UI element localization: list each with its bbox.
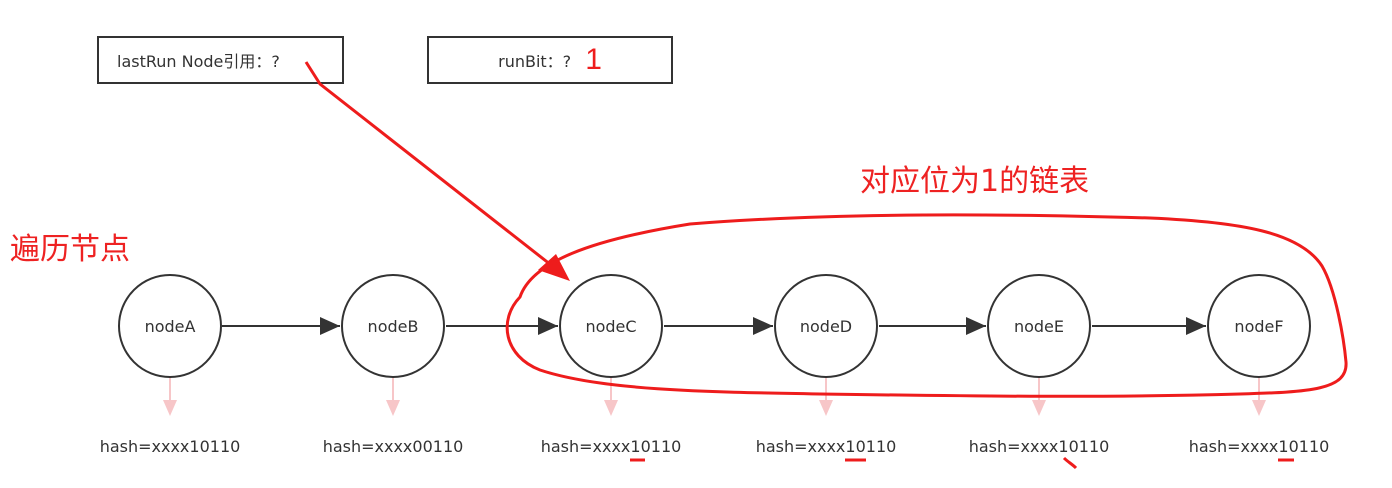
node-d: nodeD [774,274,878,378]
down-arrow-e [1032,378,1046,416]
hash-label-f: hash=xxxx10110 [1188,437,1330,456]
hash-label-e: hash=xxxx10110 [968,437,1110,456]
hash-label-c: hash=xxxx10110 [540,437,682,456]
hash-label-a: hash=xxxx10110 [99,437,241,456]
node-e: nodeE [987,274,1091,378]
arrowhead-e-f [1186,317,1206,335]
down-arrow-d [819,378,833,416]
node-label: nodeB [367,316,419,336]
node-label: nodeD [799,316,853,336]
traverse-annotation-label: 遍历节点 [10,232,130,267]
node-label: nodeE [1013,316,1065,336]
node-a: nodeA [118,274,222,378]
lastrun-node-label: lastRun Node引用：? [117,52,280,71]
down-arrows [163,378,1266,416]
arrowhead-c-d [753,317,773,335]
node-f: nodeF [1207,274,1311,378]
hash-label-d: hash=xxxx10110 [755,437,897,456]
arrowhead-b-c [538,317,558,335]
down-arrow-a [163,378,177,416]
node-label: nodeA [144,316,196,336]
node-label: nodeC [585,316,637,336]
down-arrow-f [1252,378,1266,416]
arrowhead-a-b [320,317,340,335]
hash-label-b: hash=xxxx00110 [322,437,464,456]
down-arrow-c [604,378,618,416]
arrowhead-d-e [966,317,986,335]
node-label: nodeF [1234,316,1284,336]
node-b: nodeB [341,274,445,378]
node-c: nodeC [559,274,663,378]
group-annotation-label: 对应位为1的链表 [860,164,1090,199]
down-arrow-b [386,378,400,416]
runbit-annotation-value: 1 [585,43,602,76]
lastrun-node-box: lastRun Node引用：? [97,36,344,84]
